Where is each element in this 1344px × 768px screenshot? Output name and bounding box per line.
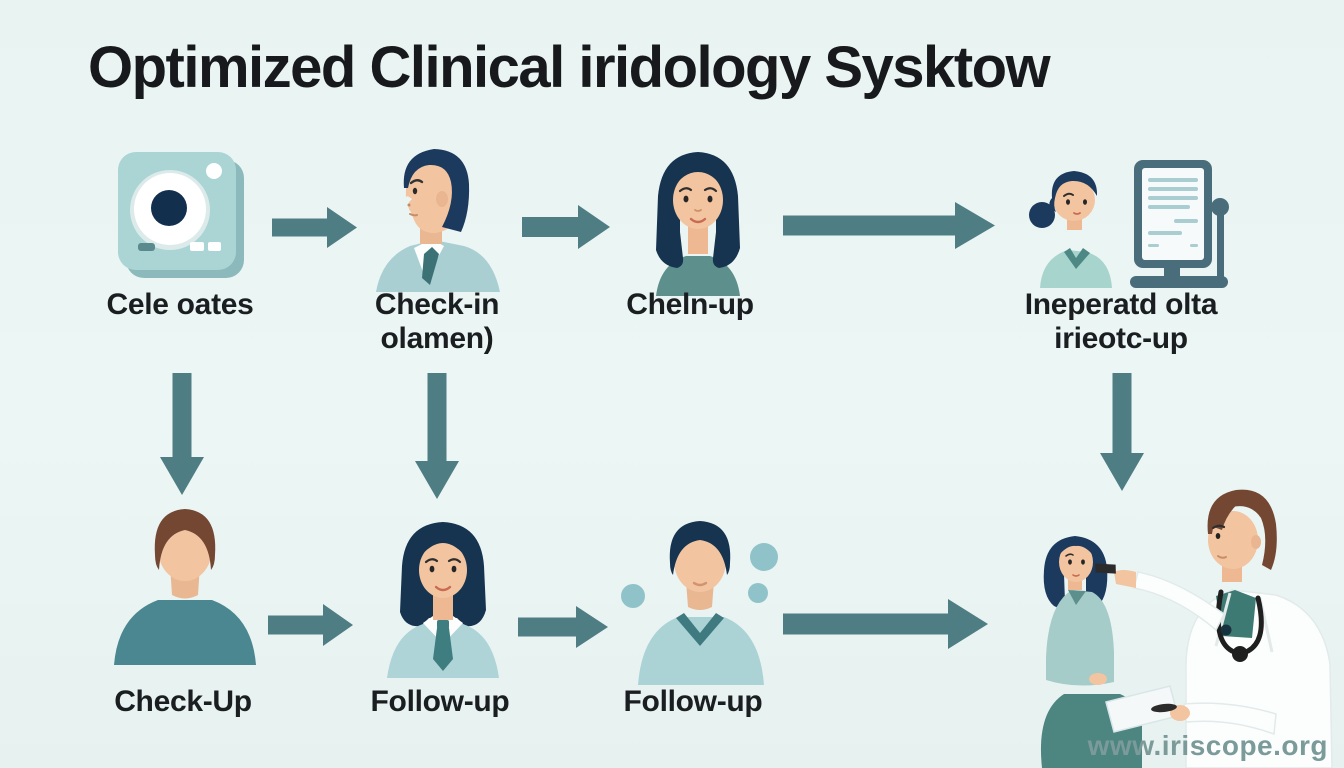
right-arrow-icon [783,202,995,249]
right-arrow-icon [783,599,988,649]
down-arrow-icon [160,373,204,495]
step-label: Check-in olamen) [374,288,500,355]
woman-tie-icon [387,522,499,678]
woman-portrait-icon [656,152,740,296]
down-arrow-icon [415,373,459,499]
right-arrow-icon [518,606,608,648]
step-label: Check-Up [114,685,252,718]
man-profile-icon [376,149,500,292]
right-arrow-icon [522,205,610,249]
step-label: Follow-up [623,685,763,718]
step-label: Ineperatd olta irieotc-up [1024,288,1218,355]
page-title: Optimized Clinical iridology Sysktow [88,35,1051,100]
right-arrow-icon [268,604,353,646]
iriscope-camera-icon [118,152,244,278]
man-bust-icon [114,509,256,665]
doctor-eye-exam-illustration [1040,489,1333,768]
website-watermark: www.iriscope.org [1087,730,1328,761]
right-arrow-icon [272,207,357,248]
down-arrow-icon [1100,373,1144,491]
man-dots-icon [621,521,778,685]
step-label: Follow-up [370,685,510,718]
step-label: Cele oates [106,288,254,321]
receptionist-monitor-icon [1029,160,1229,288]
step-label: Cheln-up [626,288,754,321]
